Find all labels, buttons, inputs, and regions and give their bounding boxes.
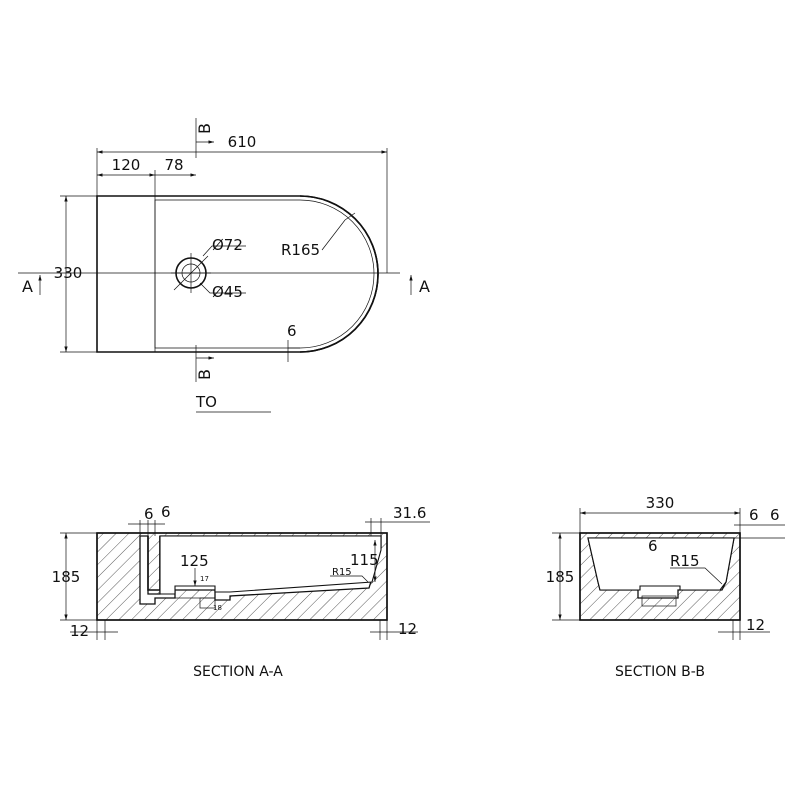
- aa-dim-6b: 6: [161, 503, 171, 521]
- plan-dim-330: 330: [54, 264, 83, 282]
- section-bb: 330 6 6 6 185 R15 12 SECTION B-B: [546, 494, 785, 680]
- plan-dim-120: 120: [112, 156, 141, 174]
- plan-dim-hole-inner: Ø45: [212, 283, 243, 301]
- basin-outline: [96, 195, 379, 353]
- section-a-marker-left: A: [22, 275, 42, 296]
- bb-dim-330: 330: [646, 494, 675, 512]
- aa-dim-12-right: 12: [398, 620, 417, 638]
- bb-dim-inner-6: 6: [648, 537, 658, 555]
- section-b-marker-top: B: [195, 123, 214, 144]
- bb-dim-185: 185: [546, 568, 575, 586]
- section-aa-title: SECTION A-A: [193, 664, 283, 680]
- plan-view: 610 120 78 330 R165 Ø72 Ø45 6 A A: [18, 118, 430, 413]
- plan-dim-hole-outer: Ø72: [212, 236, 243, 254]
- to-label: TO: [195, 393, 217, 411]
- aa-dim-31-6: 31.6: [393, 504, 426, 522]
- plan-dim-610: 610: [228, 133, 257, 151]
- bb-dim-6a: 6: [749, 506, 759, 524]
- plan-dim-78: 78: [164, 156, 183, 174]
- aa-dim-6a: 6: [144, 505, 154, 523]
- svg-text:A: A: [22, 277, 33, 296]
- aa-dim-r15: R15: [332, 567, 352, 578]
- aa-dim-115: 115: [350, 551, 379, 569]
- bb-dim-r15: R15: [670, 552, 700, 570]
- section-bb-title: SECTION B-B: [615, 664, 705, 680]
- plan-dim-r165: R165: [281, 241, 320, 259]
- aa-dim-125: 125: [180, 552, 209, 570]
- svg-text:A: A: [419, 277, 430, 296]
- svg-text:B: B: [195, 369, 214, 380]
- aa-dim-17: 17: [200, 575, 209, 583]
- aa-dim-18: 18: [213, 604, 222, 612]
- section-a-marker-right: A: [409, 275, 430, 296]
- svg-text:B: B: [195, 123, 214, 134]
- plan-dim-rim-6: 6: [287, 322, 297, 340]
- section-aa: 185 6 6 31.6 125 115 R15 17 18 12: [52, 503, 430, 680]
- section-b-marker-bottom: B: [195, 356, 214, 380]
- aa-dim-12-left: 12: [70, 622, 89, 640]
- bb-dim-6b: 6: [770, 506, 780, 524]
- bb-dim-12: 12: [746, 616, 765, 634]
- aa-dim-185: 185: [52, 568, 81, 586]
